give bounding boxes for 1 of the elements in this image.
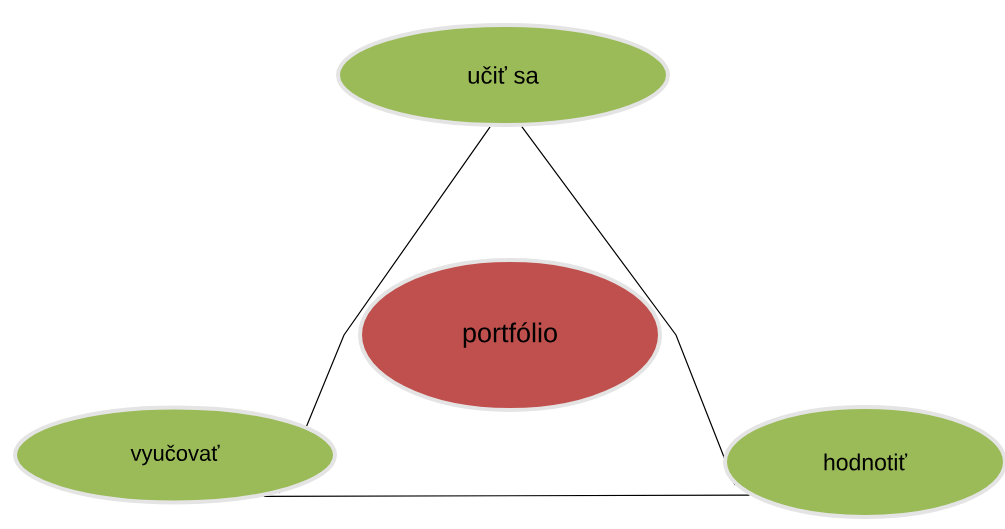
line	[263, 494, 751, 497]
